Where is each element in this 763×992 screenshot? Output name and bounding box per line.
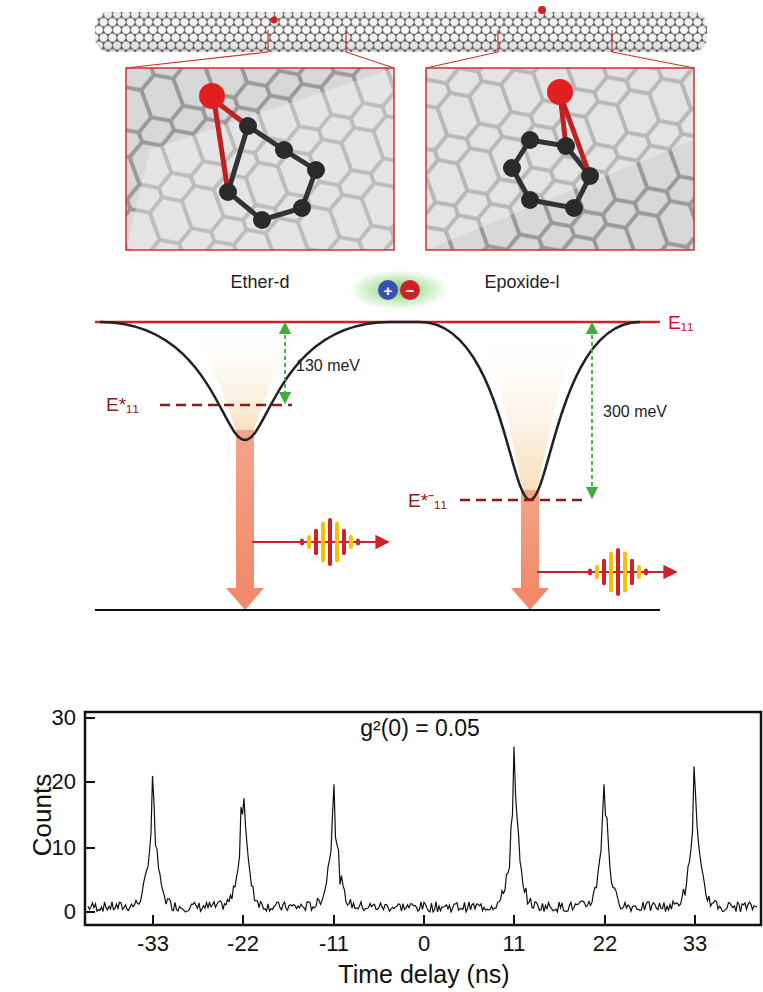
tick-label: 0 <box>418 933 430 955</box>
energy-level: E*⁻₁₁ <box>408 491 447 510</box>
wave-packet <box>595 567 599 577</box>
wave-packet <box>300 540 304 543</box>
wave-packet <box>307 537 311 547</box>
energy-level: E₁₁ <box>668 313 694 332</box>
tick-label: 0 <box>64 901 76 923</box>
tick-label: 33 <box>683 933 707 955</box>
wave-packet <box>616 550 620 594</box>
energy-gap: 130 meV <box>296 358 360 374</box>
axis-title: Time delay (ns) <box>338 962 509 987</box>
wave-packet <box>342 531 346 554</box>
wave-packet <box>349 537 353 547</box>
wave-packet <box>602 561 606 584</box>
tick-label: 22 <box>593 933 617 955</box>
site-name: Epoxide-l <box>484 273 559 291</box>
wave-packet <box>314 531 318 554</box>
site-name: Ether-d <box>230 273 289 291</box>
wave-packet <box>609 553 613 590</box>
wave-packet <box>637 567 641 577</box>
wave-packet <box>630 561 634 584</box>
tick-label: -33 <box>137 933 169 955</box>
axis-title: Counts <box>29 774 55 856</box>
charge-sign: + <box>384 283 393 298</box>
tick-label: 11 <box>503 933 526 955</box>
wave-packet <box>623 553 627 590</box>
tick-label: -11 <box>319 933 349 955</box>
wave-packet <box>588 570 592 573</box>
tick-label: 20 <box>52 771 76 793</box>
wave-packet <box>321 523 325 560</box>
wave-packet <box>356 540 360 543</box>
histogram-trace <box>88 747 757 912</box>
tick-label: -22 <box>227 933 259 955</box>
tick-label: 10 <box>52 837 76 859</box>
tick-label: 30 <box>52 707 76 729</box>
chart-annotation: g²(0) = 0.05 <box>360 717 480 740</box>
energy-level: E*₁₁ <box>106 395 139 414</box>
charge-sign: − <box>406 283 415 298</box>
wave-packet <box>328 520 332 564</box>
wave-packet <box>644 570 648 573</box>
wave-packet <box>335 523 339 560</box>
energy-gap: 300 meV <box>603 404 667 420</box>
